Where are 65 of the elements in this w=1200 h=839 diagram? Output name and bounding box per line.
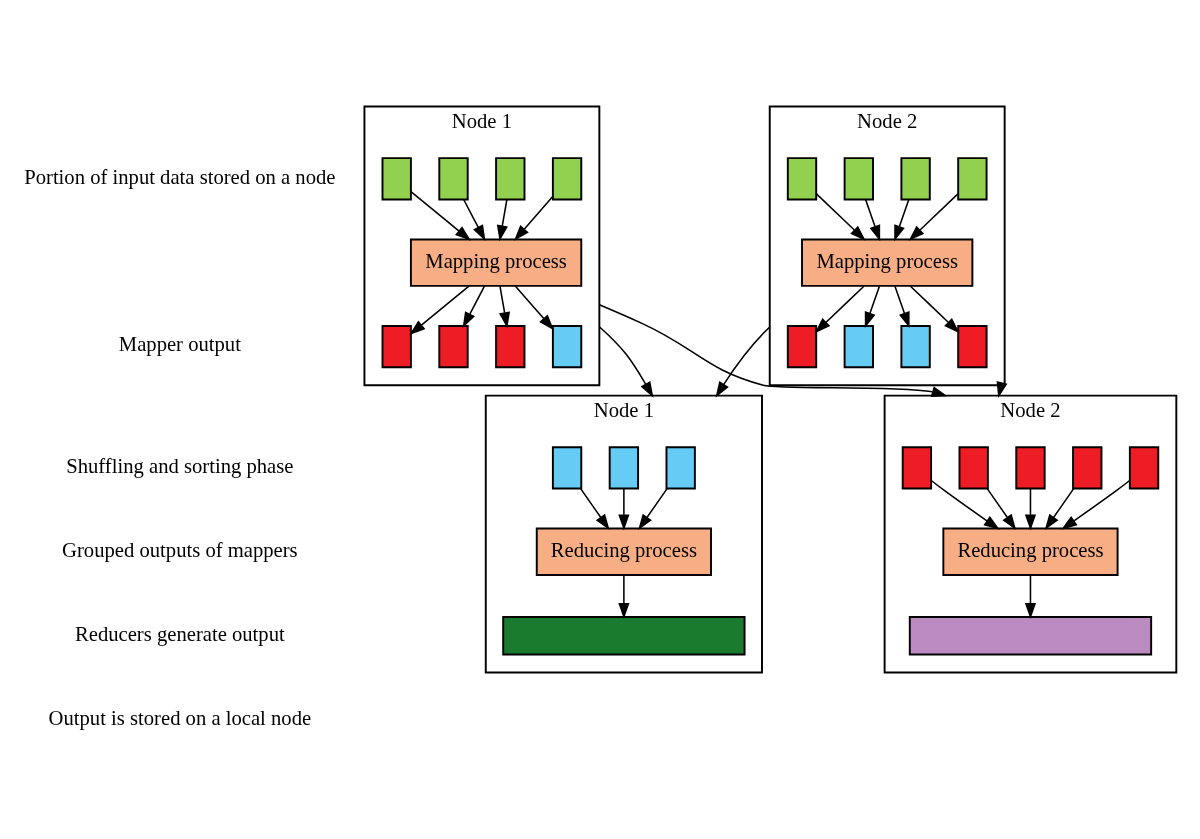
node-box: [786, 157, 818, 201]
arrow: [715, 326, 771, 398]
arrow: [496, 198, 508, 242]
arrow: [908, 193, 959, 241]
arrow: [638, 488, 668, 531]
node-box: Reducing process: [942, 527, 1119, 576]
node-box: [551, 157, 583, 201]
node-box: [665, 446, 696, 490]
arrow: [618, 488, 630, 531]
arrow: [598, 303, 948, 398]
arrow: [598, 326, 654, 398]
label: Shuffling and sorting phase: [66, 454, 294, 477]
node-box: [957, 157, 988, 201]
node-box: Mapping process: [801, 238, 974, 287]
arrow: [864, 198, 881, 242]
arrow: [909, 285, 960, 334]
label: Portion of input data stored on a node: [24, 165, 336, 188]
node-box: [786, 324, 818, 369]
arrow: [463, 198, 486, 242]
arrow: [499, 285, 511, 329]
node-box: Mapping process: [409, 238, 583, 287]
arrow: [410, 190, 471, 241]
arrow: [1061, 479, 1131, 530]
arrow: [580, 488, 610, 531]
node-box: [957, 324, 988, 369]
arrow: [514, 285, 554, 331]
node-box: [843, 324, 874, 369]
node-box: [438, 324, 469, 369]
arrow: [864, 285, 881, 329]
node-bar: [502, 616, 746, 656]
node-bar: [908, 616, 1153, 656]
arrow: [1024, 574, 1037, 619]
label: Reducers generate output: [74, 622, 285, 645]
label: Output is stored on a local node: [48, 706, 312, 729]
node-box: [843, 157, 874, 201]
node-box: [495, 157, 526, 201]
arrow: [514, 195, 554, 241]
label: Grouped outputs of mappers: [62, 538, 298, 561]
node-box: [551, 324, 583, 369]
node-box: [900, 157, 931, 201]
node-box: [1128, 446, 1160, 490]
node-box: [438, 157, 469, 201]
node-box: [381, 157, 412, 201]
node-box: [900, 324, 931, 369]
node-box: Reducing process: [535, 527, 712, 576]
node-box: [958, 446, 989, 490]
arrow: [462, 285, 486, 328]
arrow: [930, 479, 1000, 530]
node-box: [901, 446, 933, 490]
node-box: [1015, 446, 1046, 490]
arrow: [1044, 488, 1075, 531]
node-box: [551, 446, 583, 490]
node-box: [495, 324, 526, 369]
label: Mapper output: [118, 333, 241, 356]
arrow: [986, 488, 1017, 531]
arrow: [894, 285, 910, 329]
arrow: [409, 285, 470, 335]
node-box: [608, 446, 640, 490]
arrow: [1024, 488, 1037, 531]
arrow: [618, 574, 630, 619]
arrow: [894, 198, 910, 242]
arrow: [815, 193, 866, 241]
node-box: [1072, 446, 1103, 490]
arrow: [814, 285, 865, 334]
node-box: [381, 324, 412, 369]
